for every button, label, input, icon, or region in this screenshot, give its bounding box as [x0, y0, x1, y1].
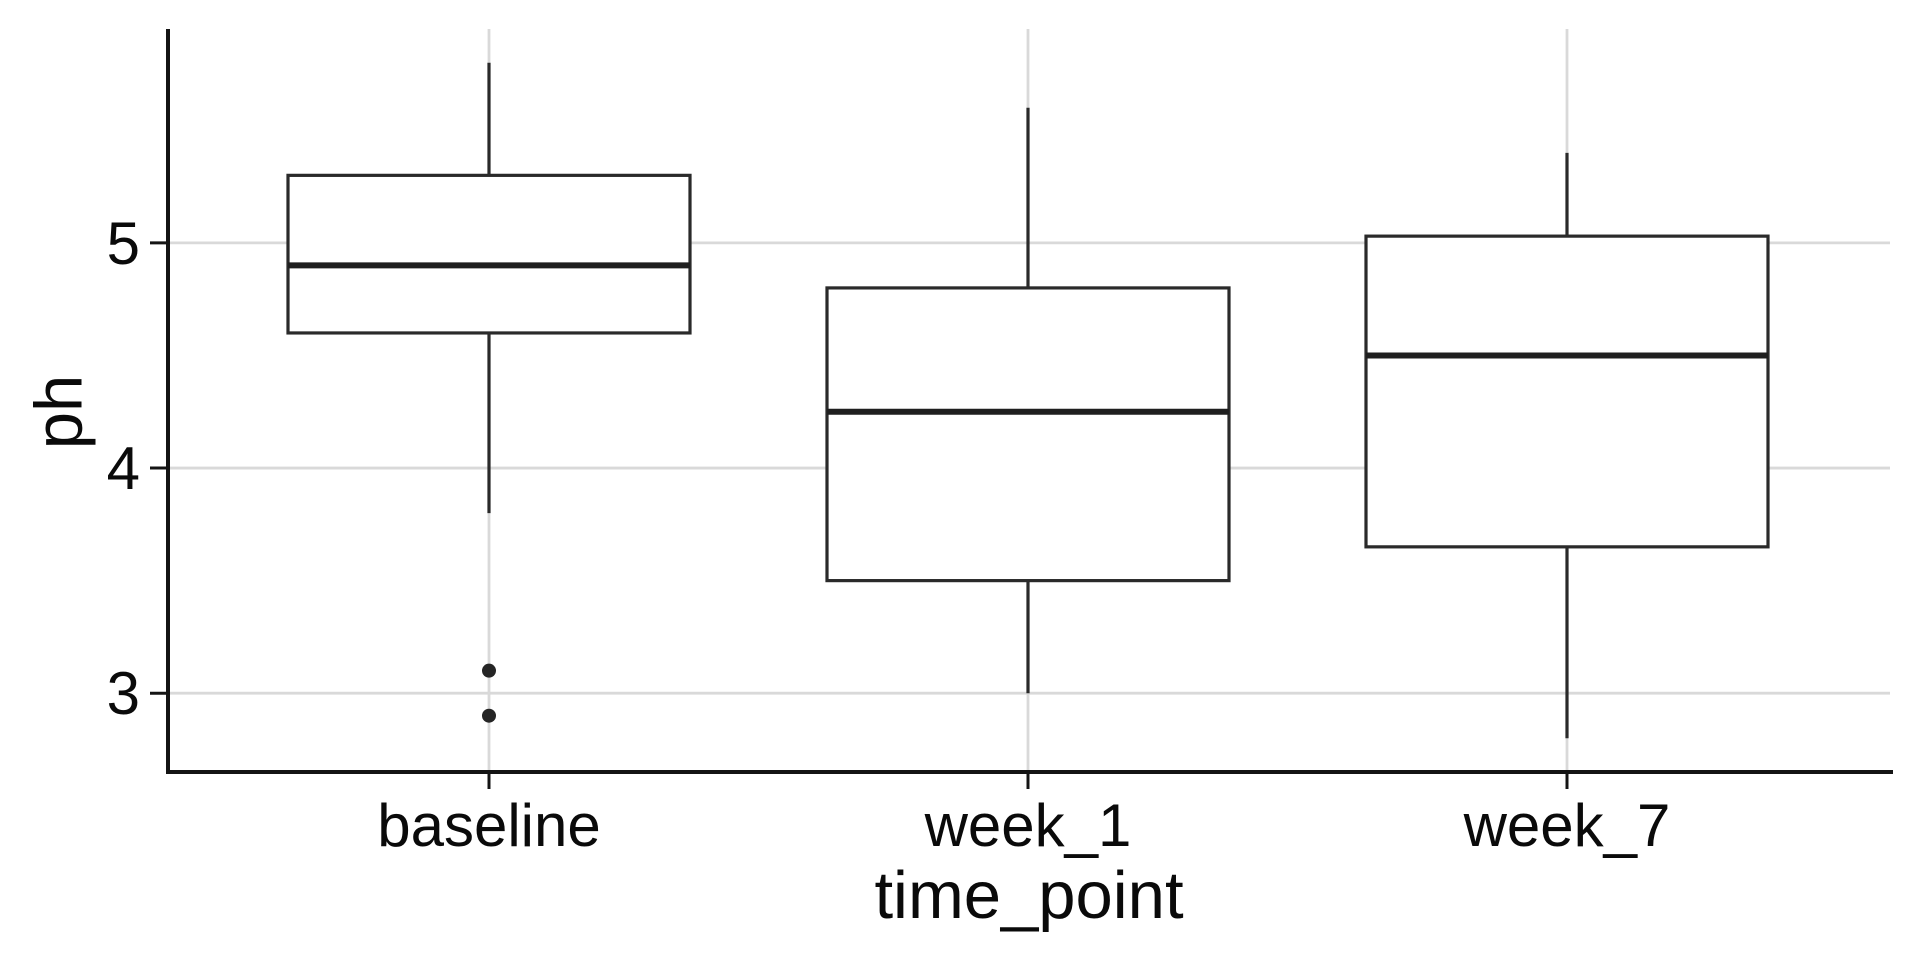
- y-axis-title: ph: [21, 375, 96, 450]
- outlier-point-baseline-0: [482, 663, 496, 678]
- x-axis-title: time_point: [874, 858, 1184, 933]
- label-layer: 3 4 5 baseline week_1 week_7: [107, 210, 1671, 859]
- x-tick-label-baseline: baseline: [377, 792, 601, 859]
- y-tick-label-4: 4: [107, 435, 140, 502]
- x-tick-label-week_7: week_7: [1463, 792, 1671, 859]
- box-week_7: [1364, 234, 1770, 549]
- y-tick-label-3: 3: [107, 660, 140, 727]
- y-tick-label-5: 5: [107, 210, 140, 277]
- axis-layer: [150, 29, 1893, 789]
- box-baseline: [286, 173, 692, 335]
- x-tick-label-week_1: week_1: [924, 792, 1132, 859]
- outlier-point-baseline-1: [482, 708, 496, 723]
- box-layer: [286, 62, 1770, 739]
- box-week_1: [825, 286, 1231, 583]
